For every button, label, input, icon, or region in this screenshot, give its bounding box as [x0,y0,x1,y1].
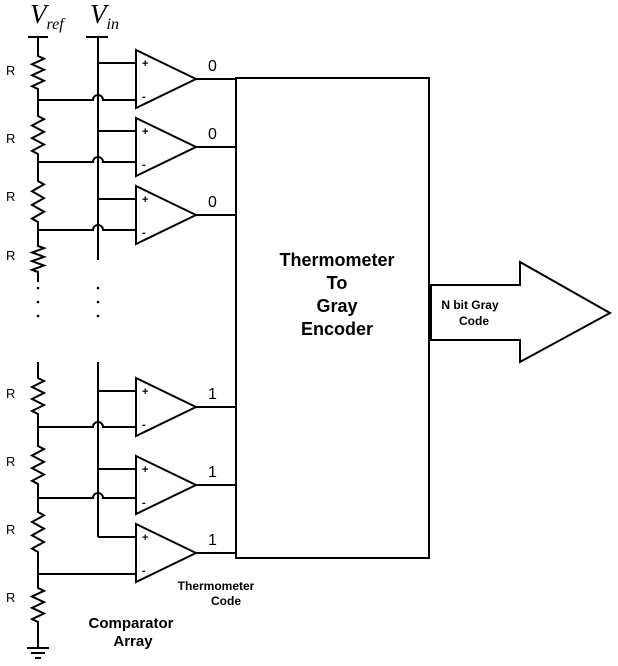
resistor [29,110,47,160]
ladder-continuation-dots [36,286,40,318]
comparator-minus-sign: - [142,91,146,103]
resistor-label: R [6,248,15,263]
resistor-label: R [6,522,15,537]
vin-label: Vin [90,0,119,33]
comparator-plus-sign: + [142,126,148,138]
comparator-minus-sign: - [142,497,146,509]
resistor [29,582,47,628]
comparator: + - 0 [38,184,236,246]
comparator-plus-sign: + [142,532,148,544]
ladder-tap-wire [38,156,136,163]
comparator-triangle [135,48,199,110]
output-arrow-line-2: Code [459,314,489,328]
comparator: + - 1 [38,522,236,584]
comparator-array-line-1: Comparator [88,615,173,632]
thermometer-bit: 1 [208,464,217,481]
comparator: + - 0 [38,116,236,178]
resistor-ladder: R R R R R R R R [6,50,47,628]
resistor-label: R [6,131,15,146]
comparator-minus-sign: - [142,565,146,577]
resistor-label: R [6,189,15,204]
comparator-minus-sign: - [142,227,146,239]
output-arrow: N bit Gray Code [430,260,613,364]
comparator-triangle [135,522,199,584]
comparator-plus-sign: + [142,58,148,70]
ladder-tap-wire [38,224,136,231]
vin-continuation-dots [96,286,100,318]
ladder-tap-wire [38,421,136,428]
thermometer-code-line-2: Code [211,594,241,608]
comparator-plus-sign: + [142,386,148,398]
comparator: + - 0 [38,48,236,110]
thermometer-to-gray-encoder: Thermometer To Gray Encoder [235,77,430,559]
thermometer-code-line-1: Thermometer [178,579,255,593]
comparator-triangle [135,116,199,178]
thermometer-bit: 0 [208,58,217,75]
encoder-line-4: Encoder [301,319,373,339]
encoder-line-2: To [327,273,348,293]
vref-terminal [28,36,48,50]
resistor [29,175,47,228]
resistor [29,440,47,490]
comparator-plus-sign: + [142,194,148,206]
resistor [29,506,47,558]
ground-symbol [27,628,49,659]
thermometer-bit: 1 [208,386,217,403]
thermometer-bit: 0 [208,194,217,211]
comparator: + - 1 [38,454,236,516]
resistor-label: R [6,63,15,78]
comparator-triangle [135,454,199,516]
resistor [29,240,47,278]
thermometer-bit: 1 [208,532,217,549]
thermometer-bit: 0 [208,126,217,143]
ladder-tap-wire [38,492,136,499]
comparator: + - 1 [38,376,236,438]
ladder-tap-wire [38,94,136,101]
comparator-array-line-2: Array [113,633,153,650]
resistor-label: R [6,386,15,401]
encoder-line-1: Thermometer [279,250,394,270]
encoder-line-3: Gray [316,296,357,316]
resistor-label: R [6,454,15,469]
comparator-minus-sign: - [142,419,146,431]
comparator-array: + - 0 + - 0 + - 0 + - 1 + - 1 + - 1 [38,48,236,584]
resistor-label: R [6,590,15,605]
resistor [29,50,47,95]
comparator-minus-sign: - [142,159,146,171]
output-arrow-line-1: N bit Gray [441,298,499,312]
comparator-plus-sign: + [142,464,148,476]
comparator-triangle [135,376,199,438]
vref-label: Vref [30,0,66,33]
comparator-triangle [135,184,199,246]
resistor [29,372,47,420]
